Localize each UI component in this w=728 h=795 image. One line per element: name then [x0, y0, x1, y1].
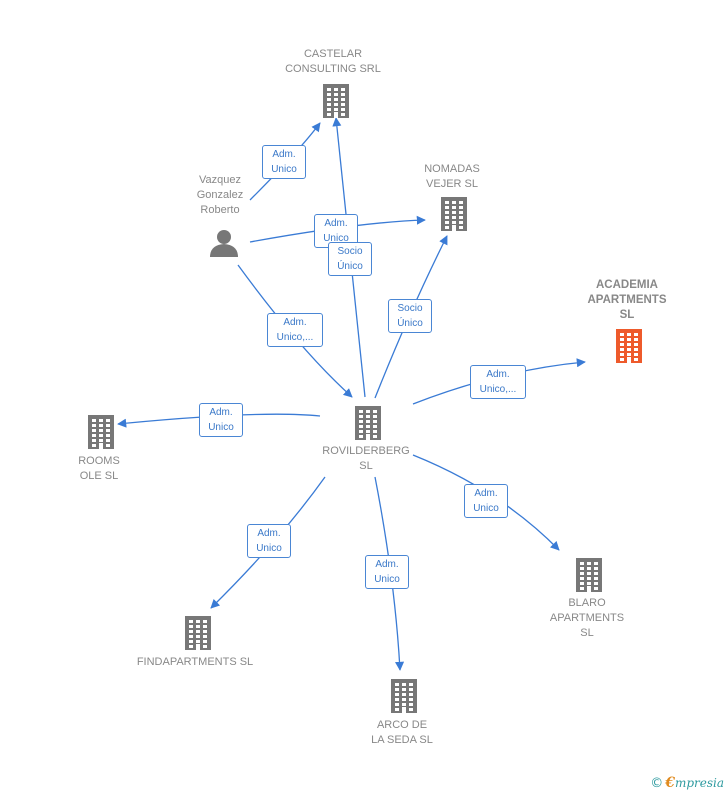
rooms-building-icon[interactable]	[88, 415, 114, 449]
edge-label-rovilderberg-to-nomadas[interactable]: Socio Único	[388, 299, 432, 333]
blaro-building-icon[interactable]	[576, 558, 602, 592]
edge-label-vazquez-to-castelar[interactable]: Adm. Unico	[262, 145, 306, 179]
brand-name: mpresia	[674, 776, 724, 790]
node-label-rovilderberg[interactable]: ROVILDERBERG SL	[322, 445, 410, 472]
empresia-logo[interactable]: ©€mpresia	[650, 775, 724, 791]
node-label-vazquez[interactable]: Vazquez Gonzalez Roberto	[196, 173, 244, 216]
node-label-arco[interactable]: ARCO DE LA SEDA SL	[371, 719, 433, 746]
edge-label-rovilderberg-to-blaro[interactable]: Adm. Unico	[464, 484, 508, 518]
arco-building-icon[interactable]	[391, 679, 417, 713]
brand-initial: €	[665, 775, 675, 791]
node-label-castelar[interactable]: CASTELAR CONSULTING SRL	[285, 48, 381, 75]
node-label-findapartments[interactable]: FINDAPARTMENTS SL	[136, 655, 254, 668]
rovilderberg-building-icon[interactable]	[355, 406, 381, 440]
node-label-academia[interactable]: ACADEMIA APARTMENTS SL	[587, 278, 667, 321]
edge-label-rovilderberg-to-castelar[interactable]: Socio Único	[328, 242, 372, 276]
node-label-blaro[interactable]: BLARO APARTMENTS SL	[549, 596, 625, 639]
academia-building-icon[interactable]	[616, 329, 642, 363]
copyright-icon: ©	[650, 776, 664, 791]
node-label-nomadas[interactable]: NOMADAS VEJER SL	[424, 163, 480, 190]
edge-label-vazquez-to-rovilderberg[interactable]: Adm. Unico,...	[267, 313, 323, 347]
node-label-rooms[interactable]: ROOMS OLE SL	[78, 455, 120, 482]
edge-label-rovilderberg-to-academia[interactable]: Adm. Unico,...	[470, 365, 526, 399]
findapartments-building-icon[interactable]	[185, 616, 211, 650]
edge-label-rovilderberg-to-arco[interactable]: Adm. Unico	[365, 555, 409, 589]
castelar-building-icon[interactable]	[323, 84, 349, 118]
edge-label-rovilderberg-to-rooms[interactable]: Adm. Unico	[199, 403, 243, 437]
vazquez-person-icon[interactable]	[210, 230, 238, 257]
nomadas-building-icon[interactable]	[441, 197, 467, 231]
edge-label-rovilderberg-to-findapartments[interactable]: Adm. Unico	[247, 524, 291, 558]
